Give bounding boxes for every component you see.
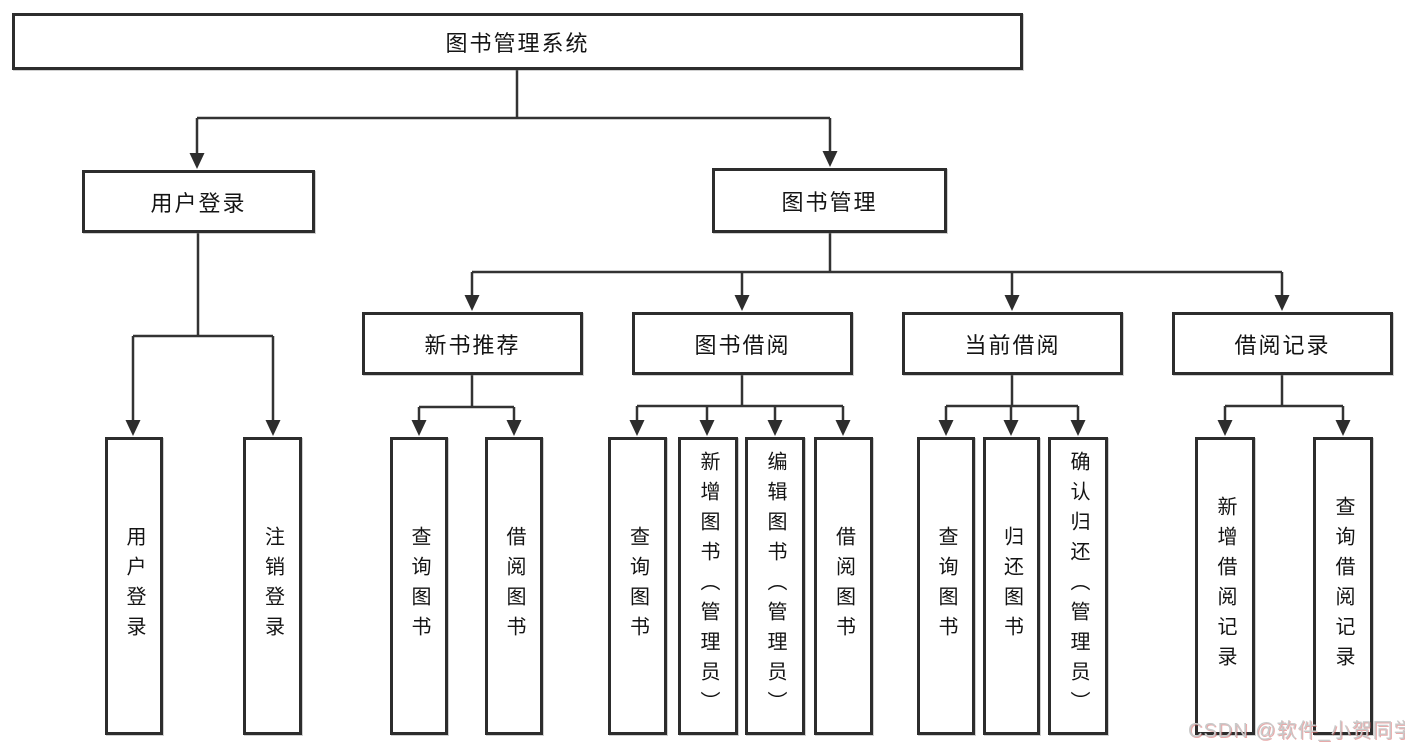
- leaf-edit-books-admin-label: 编辑图书（管理员）: [764, 451, 786, 721]
- node-user-login: 用户登录: [82, 170, 315, 233]
- leaf-edit-books-admin: 编辑图书（管理员）: [745, 437, 805, 735]
- node-library-system-label: 图书管理系统: [445, 30, 590, 56]
- leaf-confirm-return-admin: 确认归还（管理员）: [1048, 437, 1108, 735]
- leaf-add-books-admin-label: 新增图书（管理员）: [697, 451, 719, 721]
- leaf-logout-label: 注销登录: [261, 526, 284, 646]
- leaf-return-books-label: 归还图书: [1000, 526, 1023, 646]
- leaf-add-borrow-record: 新增借阅记录: [1195, 437, 1255, 735]
- leaf-recommend-query-books: 查询图书: [390, 437, 448, 735]
- leaf-borrowing-query-books-label: 查询图书: [626, 526, 649, 646]
- leaf-query-borrow-record-label: 查询借阅记录: [1332, 496, 1354, 676]
- leaf-recommend-borrow-books-label: 借阅图书: [503, 526, 525, 646]
- csdn-watermark: CSDN @软件_小贺同学: [1188, 720, 1405, 742]
- leaf-current-query-books: 查询图书: [917, 437, 975, 735]
- leaf-borrow-books-label: 借阅图书: [832, 526, 855, 646]
- leaf-recommend-borrow-books: 借阅图书: [485, 437, 543, 735]
- leaf-user-login-action: 用户登录: [105, 437, 163, 735]
- leaf-logout: 注销登录: [243, 437, 302, 735]
- node-current-borrowing-label: 当前借阅: [964, 332, 1061, 358]
- node-borrowing-records-label: 借阅记录: [1234, 332, 1331, 358]
- leaf-borrowing-query-books: 查询图书: [608, 437, 667, 735]
- node-book-borrowing: 图书借阅: [632, 312, 853, 375]
- node-library-system: 图书管理系统: [12, 13, 1023, 70]
- node-borrowing-records: 借阅记录: [1172, 312, 1393, 375]
- leaf-confirm-return-admin-label: 确认归还（管理员）: [1067, 451, 1089, 721]
- leaf-borrow-books: 借阅图书: [814, 437, 873, 735]
- leaf-user-login-action-label: 用户登录: [123, 526, 145, 646]
- leaf-query-borrow-record: 查询借阅记录: [1313, 437, 1373, 735]
- leaf-add-borrow-record-label: 新增借阅记录: [1214, 496, 1236, 676]
- node-current-borrowing: 当前借阅: [902, 312, 1123, 375]
- node-user-login-label: 用户登录: [150, 190, 247, 216]
- leaf-add-books-admin: 新增图书（管理员）: [678, 437, 738, 735]
- node-new-book-recommend: 新书推荐: [362, 312, 583, 375]
- leaf-recommend-query-books-label: 查询图书: [408, 526, 430, 646]
- leaf-current-query-books-label: 查询图书: [935, 526, 957, 646]
- node-book-borrowing-label: 图书借阅: [694, 332, 791, 358]
- node-book-management: 图书管理: [712, 168, 947, 233]
- leaf-return-books: 归还图书: [983, 437, 1040, 735]
- node-book-management-label: 图书管理: [781, 189, 878, 215]
- node-new-book-recommend-label: 新书推荐: [424, 332, 521, 358]
